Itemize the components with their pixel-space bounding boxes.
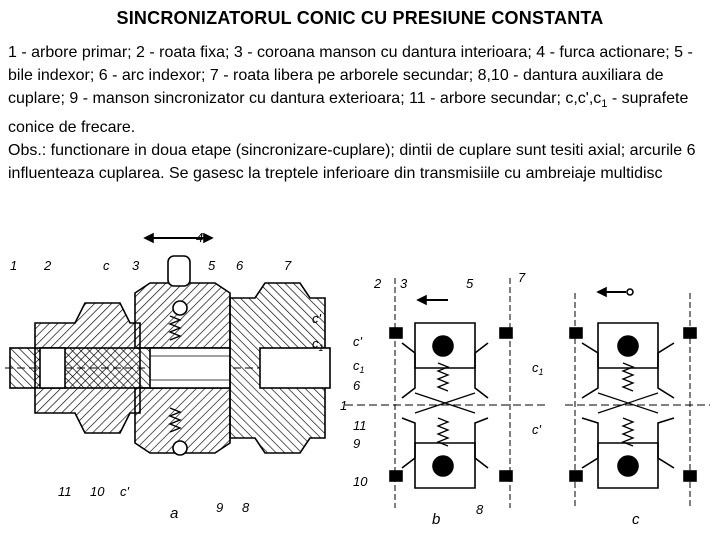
label-a-4: 4 <box>196 230 203 245</box>
legend-text: 1 - arbore primar; 2 - roata fixa; 3 - c… <box>8 41 712 139</box>
ball-b-top <box>432 335 454 357</box>
label-b-9: 9 <box>353 436 360 451</box>
drawing-a <box>5 232 331 456</box>
label-b-c1b-base: c <box>532 360 539 375</box>
label-b-c1-base: c <box>353 358 360 373</box>
label-b-7: 7 <box>518 270 526 285</box>
label-a-5: 5 <box>208 258 216 273</box>
observation-text: Obs.: functionare in doua etape (sincron… <box>8 142 696 183</box>
label-b-8: 8 <box>476 502 484 517</box>
label-a-1: 1 <box>10 258 17 273</box>
ball-c-top <box>617 335 639 357</box>
label-a-10: 10 <box>90 484 105 499</box>
label-b-c1: c1 <box>353 358 365 375</box>
page-title: SINCRONIZATORUL CONIC CU PRESIUNE CONSTA… <box>116 8 604 28</box>
fork <box>167 255 191 287</box>
label-a-c1: c1 <box>312 336 324 353</box>
label-b-11: 11 <box>353 418 367 433</box>
label-a-2: 2 <box>43 258 52 273</box>
label-a-7: 7 <box>284 258 292 273</box>
label-b-3: 3 <box>400 276 408 291</box>
drawing-c-labels: c <box>632 511 640 528</box>
caption-c: c <box>632 511 640 528</box>
label-a-c1-base: c <box>312 336 319 351</box>
label-b-cprime2: c' <box>532 422 542 437</box>
legend-subscript: 1 <box>601 98 608 111</box>
label-b-cprime: c' <box>353 334 363 349</box>
label-b-1: 1 <box>340 398 347 413</box>
label-b-2: 2 <box>373 276 382 291</box>
label-a-cprime: c' <box>312 311 322 326</box>
drawing-a-labels: 1 2 c 3 4 5 6 7 c' c1 11 10 c' 9 8 a <box>10 230 324 522</box>
label-b-c1-sub: 1 <box>360 365 365 375</box>
legend-main: 1 - arbore primar; 2 - roata fixa; 3 - c… <box>8 44 693 107</box>
indexor-ball-top <box>172 300 188 316</box>
indexor-spring-bot <box>168 407 182 433</box>
legend-block: 1 - arbore primar; 2 - roata fixa; 3 - c… <box>8 41 712 185</box>
label-b-5: 5 <box>466 276 474 291</box>
label-a-11: 11 <box>58 484 72 499</box>
indexor-spring-top <box>168 315 182 341</box>
caption-b: b <box>432 511 440 528</box>
label-a-9: 9 <box>216 500 223 515</box>
legend-tail: - suprafete conice de frecare. <box>8 90 689 137</box>
label-a-3: 3 <box>132 258 140 273</box>
sleeve-upper <box>134 282 231 349</box>
label-b-c1b-sub: 1 <box>539 367 544 377</box>
label-a-8: 8 <box>242 500 250 515</box>
drawing-c <box>565 286 710 508</box>
label-b-6: 6 <box>353 378 361 393</box>
label-a-c1-sub: 1 <box>319 343 324 353</box>
label-b-c1-right: c1 <box>532 360 544 377</box>
synchronizer-figure: 1 2 c 3 4 5 6 7 c' c1 11 10 c' 9 8 a <box>5 230 710 528</box>
ball-b-bot <box>432 455 454 477</box>
indexor-ball-bot <box>172 440 188 456</box>
inner-hub <box>149 347 231 389</box>
label-b-10: 10 <box>353 474 368 489</box>
drawing-b <box>345 278 545 508</box>
drawing-b-labels: 2 3 5 7 c' c1 c1 6 1 11 c' 9 10 8 b <box>340 270 544 528</box>
label-a-c: c <box>103 258 110 273</box>
label-a-cprime2: c' <box>120 484 130 499</box>
caption-a: a <box>170 505 178 522</box>
label-a-6: 6 <box>236 258 244 273</box>
ball-c-bot <box>617 455 639 477</box>
